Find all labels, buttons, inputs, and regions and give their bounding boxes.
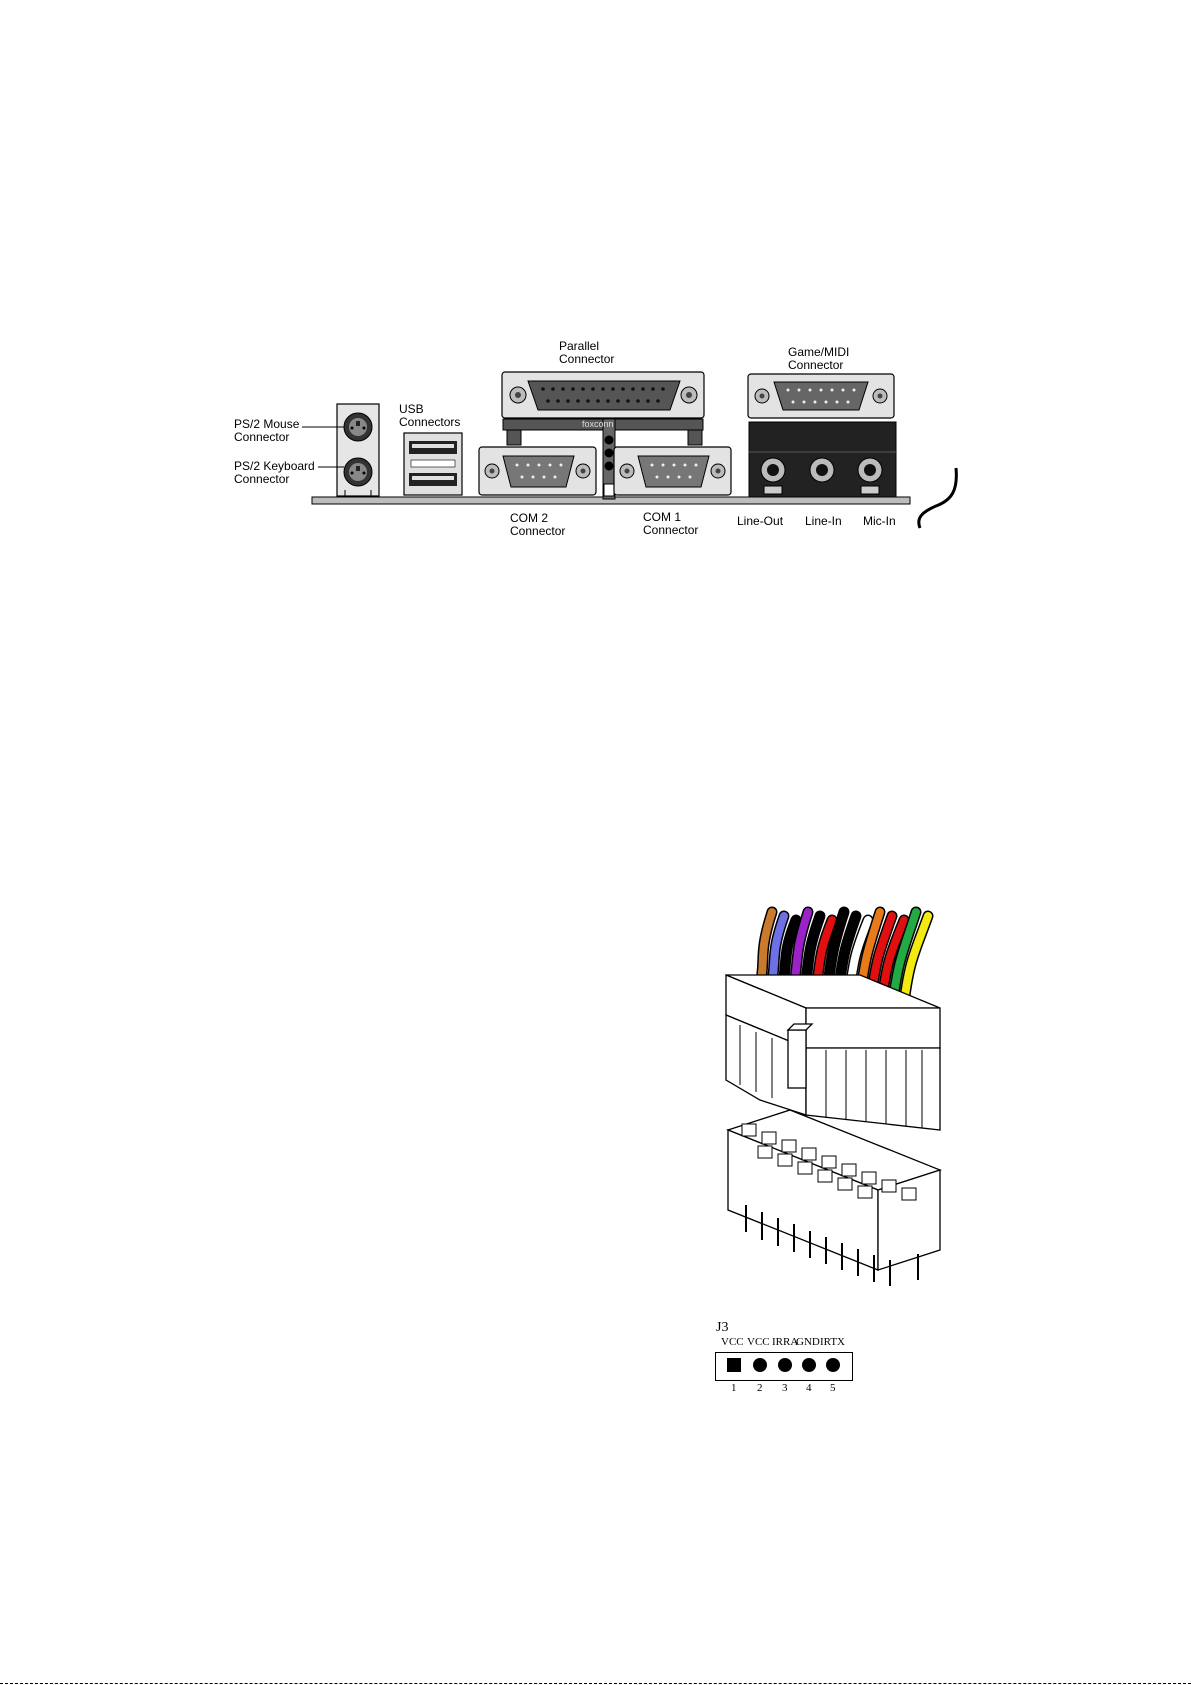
power-wire-outline <box>804 916 820 993</box>
com2-port-shape <box>479 447 596 495</box>
power-wire-outline <box>815 920 832 995</box>
usb-port-stack <box>404 433 462 495</box>
ir-header-name: J3 <box>716 1320 728 1336</box>
power-wire <box>903 916 928 1011</box>
power-wire <box>804 916 820 993</box>
power-wire-outline <box>782 920 796 989</box>
ir-pin-number: 2 <box>757 1382 763 1394</box>
power-wires <box>760 912 928 1011</box>
ir-pin-signal-label: IRTX <box>820 1336 845 1348</box>
ir-pin-square <box>727 1358 741 1372</box>
socket-holes <box>742 1124 916 1200</box>
audio-jack-block <box>749 422 896 497</box>
power-wire <box>771 916 784 987</box>
line-out-label: Line-Out <box>737 515 783 528</box>
power-wire <box>782 920 796 989</box>
power-plug-housing <box>726 975 940 1130</box>
ir-pin-signal-label: GND <box>796 1336 820 1348</box>
power-wire-outline <box>881 920 904 1007</box>
power-wire <box>793 912 808 991</box>
mic-in-label: Mic-In <box>863 515 896 528</box>
power-wire-outline <box>793 912 808 991</box>
power-wire-outline <box>859 912 880 1003</box>
power-wire <box>826 912 844 997</box>
power-wire <box>760 912 772 985</box>
power-wire <box>815 920 832 995</box>
line-in-label: Line-In <box>805 515 842 528</box>
ir-pin-signal-label: IRRA <box>772 1336 798 1348</box>
power-wire-outline <box>826 912 844 997</box>
power-wire <box>881 920 904 1007</box>
ir-pin-round <box>778 1358 792 1372</box>
ir-pin-number: 5 <box>830 1382 836 1394</box>
com1-label: COM 1 Connector <box>643 511 698 537</box>
ps2-mouse-label: PS/2 Mouse Connector <box>234 418 299 444</box>
ps2-port-stack <box>337 404 379 496</box>
io-panel-diagram <box>0 0 1191 560</box>
ground-cable <box>919 468 957 528</box>
ir-pin-round <box>826 1358 840 1372</box>
game-midi-port-shape <box>748 374 894 418</box>
power-wire <box>859 912 880 1003</box>
ps2-keyboard-label: PS/2 Keyboard Connector <box>234 460 315 486</box>
power-wire <box>892 912 916 1009</box>
ir-pin-number: 3 <box>782 1382 788 1394</box>
com2-label: COM 2 Connector <box>510 512 565 538</box>
power-wire <box>848 920 868 1001</box>
parallel-port-shape <box>502 372 704 418</box>
power-wire <box>837 916 856 999</box>
ir-pin-signal-label: VCC <box>721 1336 744 1348</box>
com1-port-shape <box>614 447 731 495</box>
parallel-label: Parallel Connector <box>559 340 614 366</box>
power-wire-outline <box>837 916 856 999</box>
ir-pin-number: 1 <box>731 1382 737 1394</box>
ir-pin-number: 4 <box>806 1382 812 1394</box>
ir-pin-round <box>802 1358 816 1372</box>
power-socket-housing <box>728 1110 940 1270</box>
usb-label: USB Connectors <box>399 403 460 429</box>
ir-pin-signal-label: VCC <box>747 1336 770 1348</box>
ir-pin-round <box>753 1358 767 1372</box>
power-wire-outline <box>892 912 916 1009</box>
page-bottom-rule <box>0 1683 1191 1684</box>
power-wire-outline <box>848 920 868 1001</box>
power-wire-outline <box>760 912 772 985</box>
power-wire-outline <box>870 916 892 1005</box>
power-wire <box>870 916 892 1005</box>
bracket-brand-label: foxconn <box>582 419 614 429</box>
game-midi-label: Game/MIDI Connector <box>788 346 849 372</box>
power-wire-outline <box>771 916 784 987</box>
power-wire-outline <box>903 916 928 1011</box>
